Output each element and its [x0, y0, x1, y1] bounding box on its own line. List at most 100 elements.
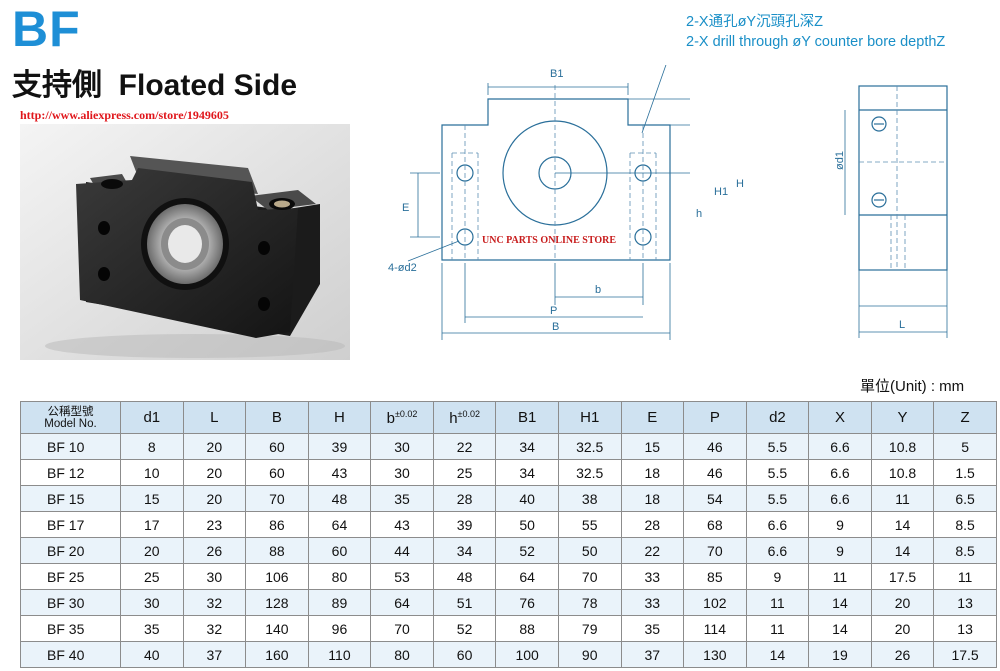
col-header-label: b: [386, 409, 395, 427]
value-cell: 15: [120, 485, 184, 512]
col-header-label: H1: [580, 409, 600, 426]
value-cell: 14: [808, 615, 872, 642]
value-cell: 14: [745, 641, 810, 668]
dim-p: P: [550, 305, 557, 317]
value-cell: 46: [683, 459, 747, 486]
counterbore-note: 2-X通孔øY沉頭孔深Z 2-X drill through øY counte…: [686, 12, 945, 52]
dim-l: L: [899, 319, 905, 331]
value-cell: 14: [808, 589, 872, 616]
value-cell: 64: [307, 511, 372, 538]
value-cell: 70: [557, 563, 622, 590]
model-cell: BF 20: [20, 537, 121, 564]
dim-e: E: [402, 202, 409, 214]
col-header-label: h: [449, 409, 458, 427]
value-cell: 88: [495, 615, 559, 642]
col-header-tolerance: ±0.02: [457, 408, 480, 419]
front-view-drawing: B1 E 4-ød2 b P B UNC PARTS ONLINE STORE: [388, 65, 690, 340]
model-header-en: Model No.: [44, 417, 97, 430]
value-cell: 18: [620, 485, 685, 512]
value-cell: 140: [245, 615, 309, 642]
value-cell: 32.5: [557, 433, 622, 460]
value-cell: 60: [307, 537, 372, 564]
value-cell: 78: [557, 589, 622, 616]
col-header-b: B: [245, 401, 309, 434]
brand-title: BF: [12, 1, 81, 57]
value-cell: 39: [307, 433, 372, 460]
value-cell: 5.5: [745, 433, 810, 460]
value-cell: 50: [557, 537, 622, 564]
value-cell: 17: [120, 511, 184, 538]
value-cell: 30: [370, 433, 434, 460]
dim-h1: H1: [714, 186, 729, 198]
value-cell: 50: [495, 511, 559, 538]
value-cell: 102: [683, 589, 747, 616]
col-header-d1: d1: [120, 401, 184, 434]
dim-b: b: [595, 284, 601, 296]
value-cell: 46: [683, 433, 747, 460]
value-cell: 9: [808, 537, 872, 564]
value-cell: 10: [120, 459, 184, 486]
value-cell: 13: [933, 589, 997, 616]
value-cell: 18: [620, 459, 685, 486]
col-header-h1: H1: [557, 401, 622, 434]
value-cell: 20: [182, 433, 247, 460]
value-cell: 40: [120, 641, 184, 668]
model-cell: BF 10: [20, 433, 121, 460]
value-cell: 25: [120, 563, 184, 590]
product-photo: [20, 124, 350, 360]
value-cell: 6.6: [808, 433, 872, 460]
value-cell: 32: [182, 615, 247, 642]
value-cell: 10.8: [870, 459, 935, 486]
value-cell: 70: [683, 537, 747, 564]
value-cell: 55: [557, 511, 622, 538]
value-cell: 14: [870, 537, 935, 564]
value-cell: 9: [745, 563, 810, 590]
value-cell: 37: [182, 641, 247, 668]
value-cell: 22: [432, 433, 497, 460]
value-cell: 9: [808, 511, 872, 538]
value-cell: 53: [370, 563, 434, 590]
value-cell: 8: [120, 433, 184, 460]
value-cell: 8.5: [933, 511, 997, 538]
value-cell: 11: [870, 485, 935, 512]
value-cell: 17.5: [870, 563, 935, 590]
value-cell: 5.5: [745, 459, 810, 486]
model-cell: BF 12: [20, 459, 121, 486]
value-cell: 20: [870, 589, 935, 616]
value-cell: 48: [307, 485, 372, 512]
dim-holes: 4-ød2: [388, 262, 417, 274]
col-header-b: b±0.02: [370, 401, 434, 434]
value-cell: 35: [120, 615, 184, 642]
dim-b-total: B: [552, 321, 559, 333]
value-cell: 32.5: [557, 459, 622, 486]
value-cell: 80: [307, 563, 372, 590]
value-cell: 110: [307, 641, 372, 668]
value-cell: 114: [683, 615, 747, 642]
value-cell: 15: [620, 433, 685, 460]
col-header-h: H: [307, 401, 372, 434]
value-cell: 80: [370, 641, 434, 668]
value-cell: 20: [182, 485, 247, 512]
value-cell: 11: [745, 615, 810, 642]
value-cell: 76: [495, 589, 559, 616]
value-cell: 70: [245, 485, 309, 512]
col-header-l: L: [182, 401, 247, 434]
value-cell: 30: [370, 459, 434, 486]
col-header-label: Y: [897, 409, 908, 426]
value-cell: 6.6: [808, 485, 872, 512]
value-cell: 86: [245, 511, 309, 538]
col-model-header: 公稱型號 Model No.: [20, 401, 121, 434]
col-header-label: d1: [143, 409, 161, 426]
value-cell: 28: [620, 511, 685, 538]
value-cell: 20: [870, 615, 935, 642]
model-cell: BF 15: [20, 485, 121, 512]
value-cell: 160: [245, 641, 309, 668]
value-cell: 30: [182, 563, 247, 590]
value-cell: 6.6: [808, 459, 872, 486]
value-cell: 10.8: [870, 433, 935, 460]
value-cell: 34: [495, 433, 559, 460]
